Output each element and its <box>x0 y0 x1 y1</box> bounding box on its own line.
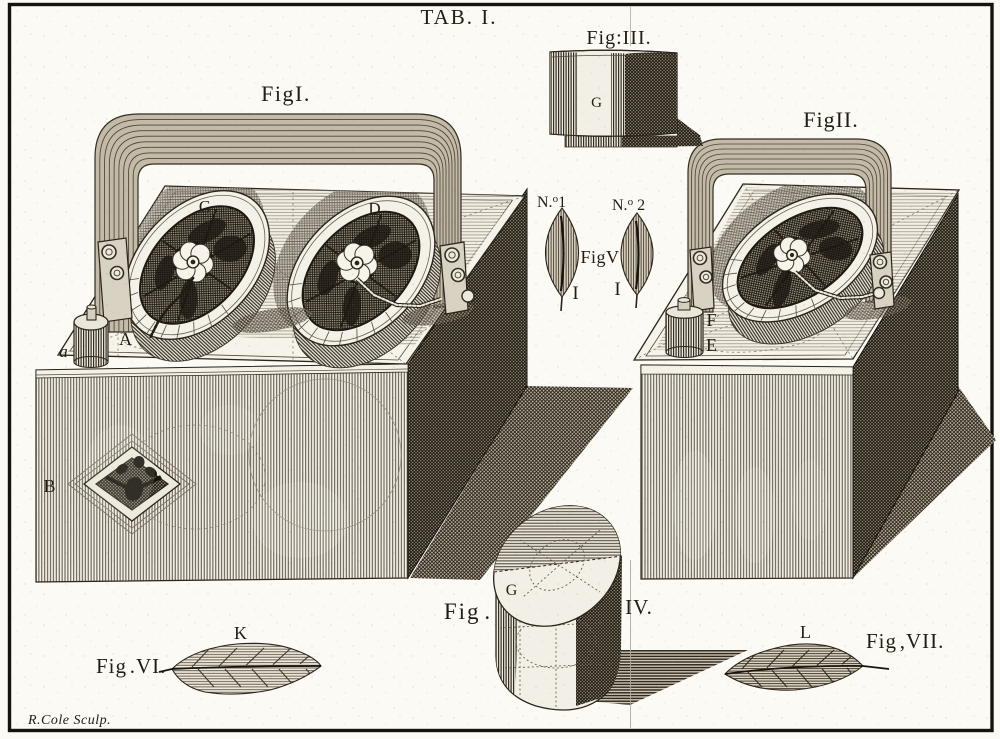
svg-text:Fig .VI.: Fig .VI. <box>96 654 166 678</box>
svg-text:N.o1: N.o1 <box>537 193 566 211</box>
svg-text:FigI.: FigI. <box>261 81 311 106</box>
svg-text:I: I <box>614 279 621 300</box>
svg-text:FigV: FigV <box>580 247 619 267</box>
svg-text:N.o 2: N.o 2 <box>612 196 645 214</box>
svg-text:a: a <box>59 342 69 361</box>
svg-text:FigII.: FigII. <box>803 107 859 132</box>
svg-text:TAB. I.: TAB. I. <box>420 5 497 29</box>
svg-text:D: D <box>368 199 381 218</box>
svg-text:A: A <box>119 329 133 349</box>
svg-text:C: C <box>199 197 211 216</box>
svg-text:G: G <box>591 95 603 111</box>
svg-text:K: K <box>234 623 248 643</box>
svg-text:F: F <box>706 310 717 330</box>
svg-text:Fig ,VII.: Fig ,VII. <box>866 629 944 653</box>
svg-text:L: L <box>800 622 812 642</box>
svg-text:R.Cole Sculp.: R.Cole Sculp. <box>27 713 111 728</box>
svg-text:I: I <box>572 283 579 304</box>
svg-text:B: B <box>43 476 56 496</box>
svg-text:E: E <box>706 335 718 355</box>
svg-text:G: G <box>506 582 519 599</box>
svg-text:Fig:III.: Fig:III. <box>586 27 651 49</box>
svg-text:Fig .: Fig . <box>444 599 492 624</box>
svg-text:IV.: IV. <box>625 595 653 619</box>
